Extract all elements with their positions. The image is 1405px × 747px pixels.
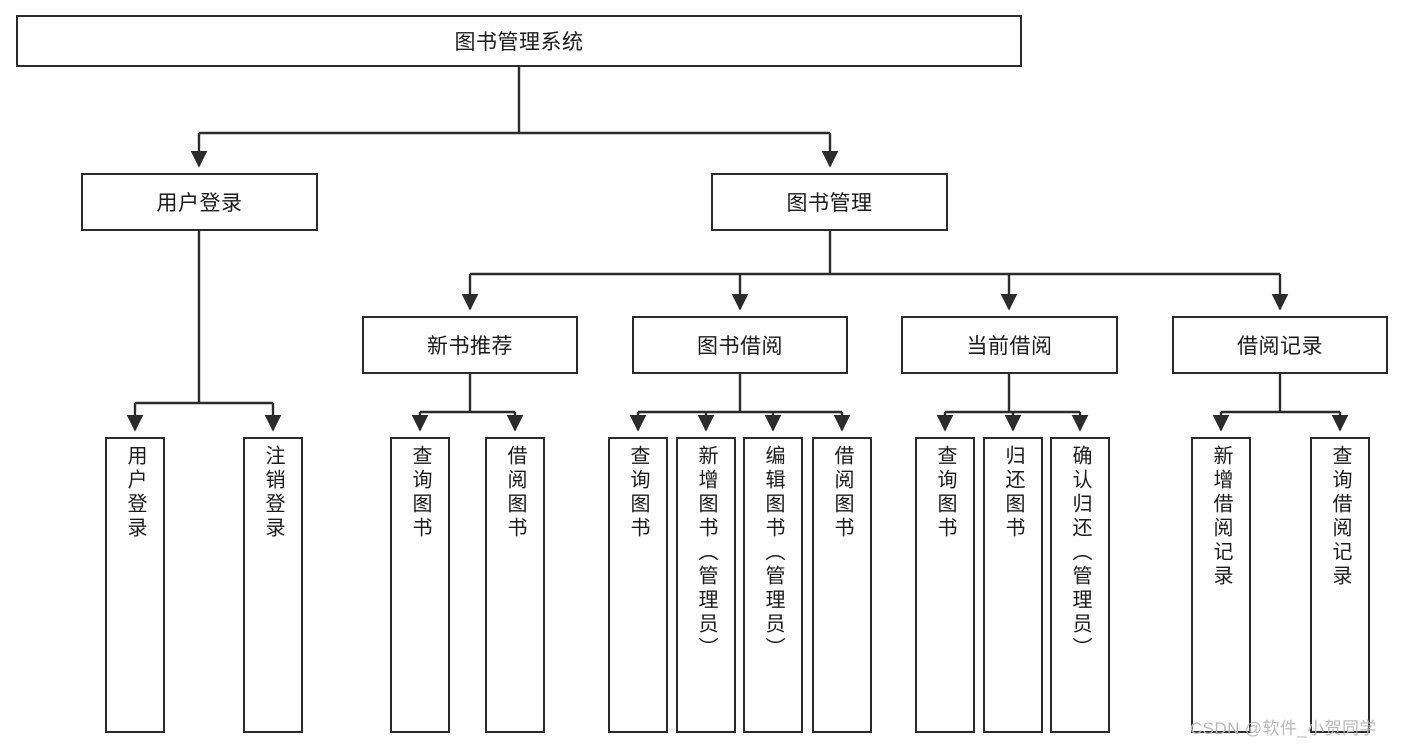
node-leaf-edit-book[interactable]: 编辑图书（管理员） [743, 437, 803, 733]
node-leaf-confirm-return[interactable]: 确认归还（管理员） [1050, 437, 1110, 733]
node-leaf-borrow-book-2[interactable]: 借阅图书 [812, 437, 872, 733]
node-leaf-query-record-label: 查询借阅记录 [1329, 445, 1351, 589]
node-root[interactable]: 图书管理系统 [16, 15, 1022, 67]
node-leaf-query-book-1-label: 查询图书 [409, 445, 431, 541]
node-current-borrow-label: 当前借阅 [966, 335, 1053, 358]
node-leaf-query-book-2-label: 查询图书 [627, 445, 649, 541]
node-leaf-query-book-3[interactable]: 查询图书 [915, 437, 975, 733]
node-leaf-borrow-book-1-label: 借阅图书 [504, 445, 526, 541]
node-new-book-rec-label: 新书推荐 [427, 335, 513, 358]
node-leaf-query-book-2[interactable]: 查询图书 [608, 437, 668, 733]
node-leaf-add-book-label: 新增图书（管理员） [695, 445, 717, 661]
node-book-manage-label: 图书管理 [786, 192, 873, 215]
node-leaf-logout[interactable]: 注销登录 [243, 437, 303, 733]
node-root-label: 图书管理系统 [454, 31, 584, 54]
node-leaf-return-book-label: 归还图书 [1002, 445, 1024, 541]
node-leaf-borrow-book-1[interactable]: 借阅图书 [485, 437, 545, 733]
node-book-borrow[interactable]: 图书借阅 [632, 316, 848, 374]
node-leaf-edit-book-label: 编辑图书（管理员） [762, 445, 784, 661]
watermark: CSDN @软件_小贺同学 [1190, 719, 1377, 738]
node-leaf-query-record[interactable]: 查询借阅记录 [1310, 437, 1370, 733]
node-user-login[interactable]: 用户登录 [81, 173, 318, 231]
node-leaf-add-book[interactable]: 新增图书（管理员） [676, 437, 736, 733]
node-leaf-return-book[interactable]: 归还图书 [983, 437, 1043, 733]
node-leaf-user-login[interactable]: 用户登录 [105, 437, 165, 733]
node-book-manage[interactable]: 图书管理 [711, 173, 948, 231]
node-current-borrow[interactable]: 当前借阅 [901, 316, 1118, 374]
node-leaf-logout-label: 注销登录 [262, 445, 284, 541]
node-leaf-add-record[interactable]: 新增借阅记录 [1191, 437, 1251, 733]
node-borrow-record[interactable]: 借阅记录 [1172, 316, 1388, 374]
node-leaf-user-login-label: 用户登录 [124, 445, 146, 541]
node-leaf-borrow-book-2-label: 借阅图书 [831, 445, 853, 541]
node-book-borrow-label: 图书借阅 [697, 335, 783, 358]
node-borrow-record-label: 借阅记录 [1237, 335, 1323, 358]
node-leaf-add-record-label: 新增借阅记录 [1210, 445, 1232, 589]
node-new-book-rec[interactable]: 新书推荐 [362, 316, 578, 374]
node-leaf-confirm-return-label: 确认归还（管理员） [1069, 445, 1091, 661]
node-user-login-label: 用户登录 [156, 192, 243, 215]
node-leaf-query-book-1[interactable]: 查询图书 [390, 437, 450, 733]
node-leaf-query-book-3-label: 查询图书 [934, 445, 956, 541]
